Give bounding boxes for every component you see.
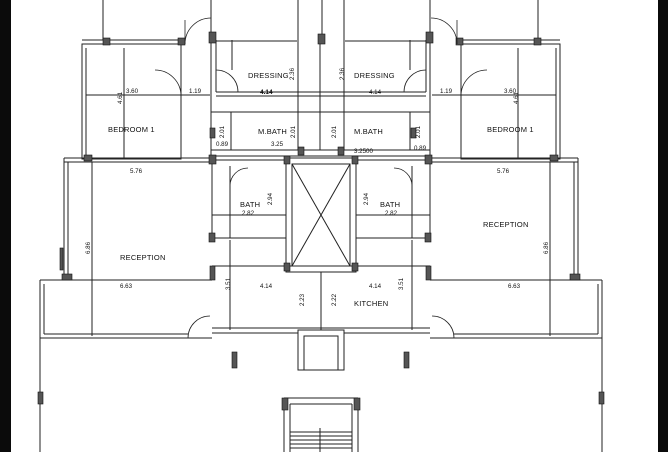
- dim-dress-left-h: 2.36: [289, 67, 296, 80]
- dim-bath-right-w: 2.82: [385, 210, 398, 217]
- dim-mid-right-h: 3.51: [398, 277, 405, 290]
- room-label-reception-left: RECEPTION: [120, 253, 166, 262]
- room-label-bath-left: BATH: [240, 200, 260, 209]
- dim-kit-h-left: 2.23: [299, 293, 306, 306]
- dim-mbath-left-w: 3.25: [271, 141, 284, 148]
- dim-rec-right-h: 6.86: [543, 241, 550, 254]
- dim-rec-left-top: 5.76: [130, 168, 143, 175]
- columns: [37, 31, 605, 411]
- door-swings: [154, 17, 488, 339]
- dim-dress-left-w: 4.14: [260, 89, 273, 96]
- room-label-bath-right: BATH: [380, 200, 400, 209]
- dim-rec-left-w: 6.63: [120, 283, 133, 290]
- dim-hall-left: 1.19: [189, 88, 202, 95]
- right-border-bar: [658, 0, 668, 452]
- dim-rec-right-top: 5.76: [497, 168, 510, 175]
- dim-bed-left-h: 4.61: [117, 91, 124, 104]
- room-label-bedroom-left: BEDROOM 1: [108, 125, 155, 134]
- room-label-dressing-right: DRESSING: [354, 71, 395, 80]
- room-label-dressing-left: DRESSING: [248, 71, 289, 80]
- dim-rec-left-h: 6.86: [85, 241, 92, 254]
- room-label-mbath-left: M.BATH: [258, 127, 287, 136]
- dim-kit-h-right: 2.22: [331, 293, 338, 306]
- dim-dress-right-w: 4.14: [369, 89, 382, 96]
- dim-mbath-left-h2: 2.01: [290, 125, 297, 138]
- dim-mid-left-w: 4.14: [260, 283, 273, 290]
- dim-mbath-right-w: 3.2500: [354, 148, 373, 155]
- dim-mbath-left-off: 0.89: [216, 141, 229, 148]
- dim-mbath-right-h: 2.01: [331, 125, 338, 138]
- dim-dress-right-h: 2.36: [339, 67, 346, 80]
- dim-rec-right-w: 6.63: [508, 283, 521, 290]
- room-label-kitchen: KITCHEN: [354, 299, 388, 308]
- dim-mbath-left-h: 2.01: [219, 125, 226, 138]
- dim-bath-left-w: 2.82: [242, 210, 255, 217]
- room-label-reception-right: RECEPTION: [483, 220, 529, 229]
- dim-mbath-right-h2: 2.01: [415, 125, 422, 138]
- dim-bath-right-h: 2.94: [363, 192, 370, 205]
- left-border-bar: [0, 0, 11, 452]
- dim-bath-left-h: 2.94: [267, 192, 274, 205]
- room-label-bedroom-right: BEDROOM 1: [487, 125, 534, 134]
- dim-bed-right-w: 3.60: [504, 88, 517, 95]
- dim-hall-right: 1.19: [440, 88, 453, 95]
- dim-bed-left-w: 3.60: [126, 88, 139, 95]
- room-label-mbath-right: M.BATH: [354, 127, 383, 136]
- dim-mid-right-w: 4.14: [369, 283, 382, 290]
- dim-mid-left-h: 3.51: [225, 277, 232, 290]
- dim-bed-right-h: 4.61: [513, 91, 520, 104]
- dim-mbath-right-off: 0.89: [414, 145, 427, 152]
